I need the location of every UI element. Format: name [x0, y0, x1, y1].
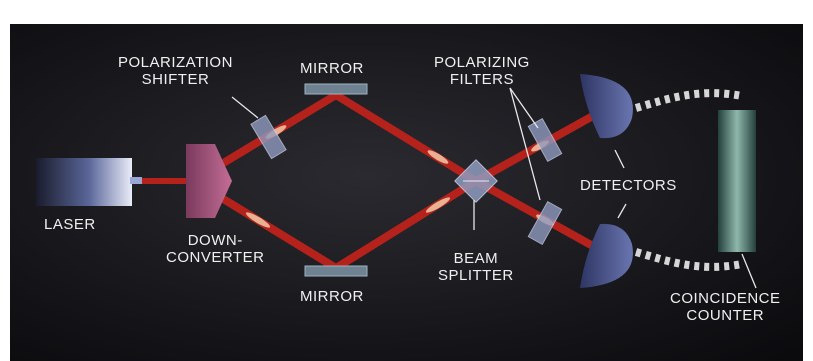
laser-body: [36, 158, 132, 206]
label-mirror-top: MIRROR: [300, 60, 364, 77]
label-polarization-shifter: POLARIZATION SHIFTER: [118, 54, 233, 88]
label-mirror-bottom: MIRROR: [300, 288, 364, 305]
mirror-bottom: [305, 266, 367, 276]
mirror-top: [305, 84, 367, 94]
label-polarizing-filters: POLARIZING FILTERS: [434, 54, 530, 88]
label-down-converter: DOWN- CONVERTER: [166, 232, 264, 266]
label-laser: LASER: [44, 216, 96, 233]
coincidence-counter-box: [718, 110, 756, 252]
label-detectors: DETECTORS: [580, 177, 677, 194]
laser-nozzle: [130, 177, 142, 184]
label-beam-splitter: BEAM SPLITTER: [438, 250, 514, 284]
label-coincidence-counter: COINCIDENCE COUNTER: [670, 290, 781, 324]
